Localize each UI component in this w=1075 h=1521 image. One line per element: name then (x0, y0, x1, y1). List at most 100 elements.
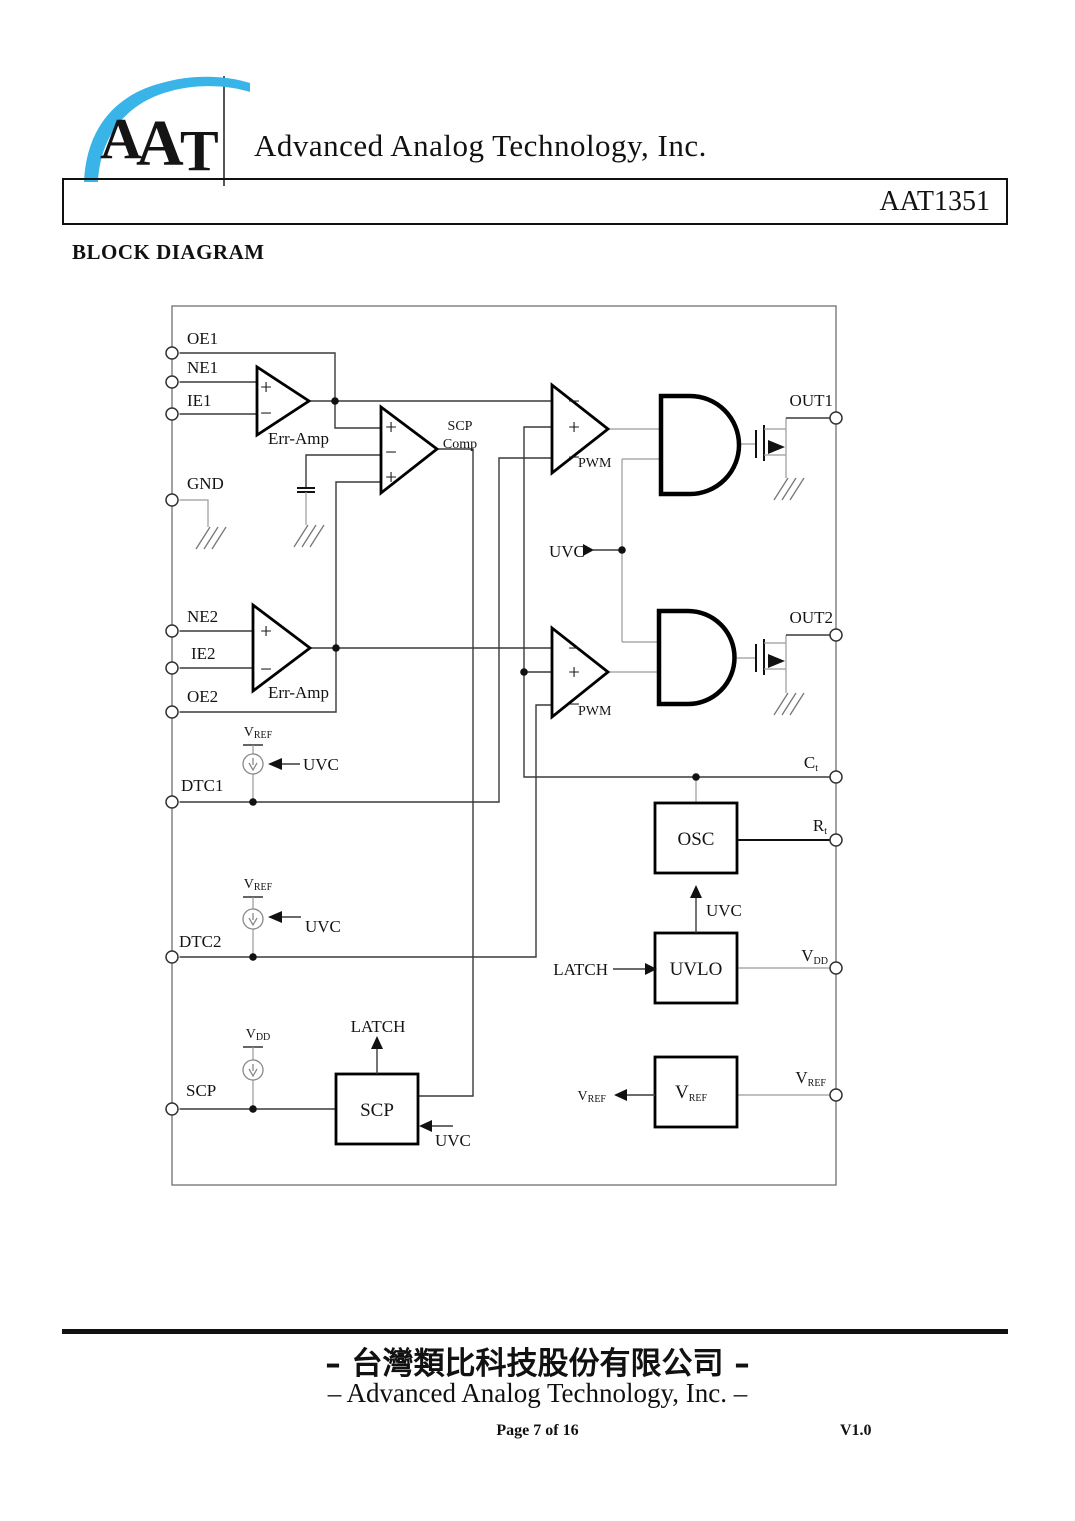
label-vref-out: VREF (578, 1089, 607, 1105)
current-source-scp (242, 1046, 264, 1109)
scp-comp-triangle (379, 404, 440, 496)
footer-company-zh: – 台灣類比科技股份有限公司 – (325, 1346, 750, 1382)
uvc-arrow-osc (690, 885, 702, 933)
mosfet2-arrow (768, 654, 785, 668)
and-gate1 (658, 393, 742, 497)
pwm1-minus-top: − (568, 389, 580, 413)
ground-symbol (293, 524, 325, 548)
pin-oe2 (165, 705, 179, 719)
osc-block (653, 801, 739, 875)
pin-label-ie1: IE1 (187, 391, 212, 410)
label-uvc-osc: UVC (706, 901, 742, 920)
current-source-dtc2 (242, 896, 264, 957)
wire-oe1 (179, 352, 381, 429)
pin-terminals (165, 346, 843, 1116)
part-number-box: AAT1351 (62, 178, 1008, 225)
pwm1-plus: + (568, 415, 580, 439)
page-title: BLOCK DIAGRAM (72, 240, 265, 264)
label-uvc-dtc2: UVC (305, 917, 341, 936)
latch-arrow-uvlo (613, 963, 657, 975)
latch-arrow-scp (371, 1036, 383, 1074)
err-amp2-plus: + (260, 619, 272, 643)
pin-label-out1: OUT1 (790, 391, 833, 410)
pin-label-ne1: NE1 (187, 358, 218, 377)
wire-scpcomp-minus (305, 454, 381, 488)
wire-scpcomp-out (418, 448, 474, 1097)
mosfet1 (739, 417, 830, 501)
label-latch-uvlo: LATCH (553, 960, 608, 979)
label-pwm1: PWM (578, 456, 612, 471)
pwm1-minus-bot: − (568, 445, 580, 469)
pin-dtc2 (165, 950, 179, 964)
mosfet1-taps (764, 418, 787, 478)
pin-ie1 (165, 407, 179, 421)
wire-dtc1 (179, 457, 552, 803)
pin-label-ie2: IE2 (191, 644, 216, 663)
company-logo: A A T (84, 76, 250, 186)
pin-label-rt: Rt (813, 816, 827, 837)
wire-uvc-net (621, 458, 661, 643)
wire-dtc2 (179, 704, 552, 958)
label-uvc-dtc1: UVC (303, 755, 339, 774)
junction-dots (249, 397, 700, 1113)
pwm2-triangle (550, 625, 611, 720)
pin-label-dtc2: DTC2 (179, 932, 222, 951)
mosfet2-taps (764, 635, 787, 693)
pwm1-triangle (550, 382, 611, 476)
vref-arrow-out (614, 1089, 655, 1101)
pin-out2 (829, 628, 843, 642)
label-vref-src1: VREF (244, 725, 273, 741)
scp-comp-minus: − (385, 440, 397, 464)
err-amp1-triangle (255, 364, 312, 438)
logo-letter-t: T (180, 118, 219, 183)
wire-oe2-scpcomp (179, 481, 381, 713)
label-latch-scp: LATCH (351, 1017, 406, 1036)
pin-oe1 (165, 346, 179, 360)
scp-comp-plus2: + (385, 465, 397, 489)
pin-label-gnd: GND (187, 474, 224, 493)
pin-label-oe2: OE2 (187, 687, 218, 706)
footer-company-en: – Advanced Analog Technology, Inc. – (327, 1378, 748, 1408)
label-uvc-scp: UVC (435, 1131, 471, 1150)
label-vref-src2: VREF (244, 877, 273, 893)
chip-outline (171, 305, 837, 1186)
label-scp-comp-2: Comp (443, 437, 477, 452)
err-amp2-minus: − (260, 657, 272, 681)
label-vref-block: VREF (675, 1082, 708, 1104)
pin-gnd (165, 493, 179, 507)
pin-ct (829, 770, 843, 784)
label-err-amp1: Err-Amp (268, 429, 329, 448)
wire-ct (523, 426, 830, 778)
mosfet1-arrow (768, 440, 785, 454)
block-diagram: OE1 NE1 IE1 GND NE2 IE2 OE2 DTC1 DTC2 SC… (165, 305, 843, 1186)
wire-gnd (179, 499, 209, 527)
wire-net (179, 352, 830, 1110)
label-pwm2: PWM (578, 704, 612, 719)
pin-label-vdd: VDD (801, 946, 828, 967)
footer-page-info: Page 7 of 16 (496, 1422, 579, 1439)
pin-label-scp: SCP (186, 1081, 216, 1100)
footer-rule (62, 1329, 1008, 1334)
ground-symbol (773, 477, 805, 501)
pin-dtc1 (165, 795, 179, 809)
uvlo-block (653, 931, 739, 1005)
pin-label-vref: VREF (795, 1068, 826, 1089)
ground-symbol (773, 692, 805, 716)
vref-block (653, 1055, 739, 1129)
label-err-amp2: Err-Amp (268, 683, 329, 702)
label-scp-comp-1: SCP (448, 419, 473, 434)
pwm2-plus: + (568, 660, 580, 684)
pin-scp (165, 1102, 179, 1116)
logo-swoosh (84, 76, 250, 182)
uvc-arrow-dtc2 (268, 911, 301, 923)
current-source-dtc1 (242, 744, 264, 802)
pin-label-out2: OUT2 (790, 608, 833, 627)
pin-rt (829, 833, 843, 847)
err-amp1-plus: + (260, 375, 272, 399)
label-osc: OSC (678, 829, 715, 850)
pin-ne2 (165, 624, 179, 638)
pwm2-minus-top: − (568, 636, 580, 660)
pin-label-dtc1: DTC1 (181, 776, 224, 795)
capacitor (297, 487, 315, 493)
